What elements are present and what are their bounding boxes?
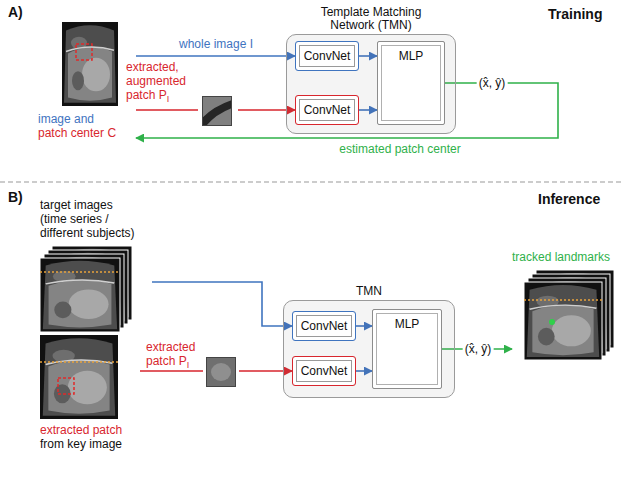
convnet-box: ConvNet <box>292 356 356 386</box>
landmark-line <box>40 271 120 273</box>
mr-image <box>524 282 602 360</box>
subscript: I <box>167 94 170 104</box>
subscript: I <box>187 360 190 370</box>
mr-image <box>40 335 118 419</box>
node-text: image and <box>38 112 136 126</box>
label-text: B) <box>8 189 23 205</box>
node-text: ConvNet <box>301 364 348 378</box>
network-title: TMN <box>299 285 439 298</box>
label-text: Inference <box>538 191 600 207</box>
network-title: Template Matching Network (TMN) <box>301 6 441 32</box>
patch-box <box>76 44 92 60</box>
mr-image <box>62 22 118 106</box>
landmark-line <box>40 361 118 363</box>
section-label: Inference <box>538 192 600 206</box>
network-box: TMNConvNetConvNetMLP <box>283 300 455 398</box>
image-frame <box>40 258 120 332</box>
section-label: A) <box>8 5 23 19</box>
image-stack-node: tracked landmarks <box>512 250 616 362</box>
node-text: ConvNet <box>304 103 351 117</box>
convnet-box: ConvNet <box>295 41 359 71</box>
text-label: extracted, augmented patch PI <box>126 60 198 103</box>
node-text: tracked landmarks <box>512 250 616 264</box>
section-label: Training <box>548 7 602 21</box>
node-text: MLP <box>395 317 420 331</box>
landmark-line <box>524 299 602 301</box>
convnet-box: ConvNet <box>295 95 359 125</box>
image-node: image andpatch center C <box>38 22 136 146</box>
mlp-box: MLP <box>377 41 445 125</box>
label-text: Training <box>548 6 602 22</box>
image-frame <box>524 282 602 360</box>
section-label: B) <box>8 190 23 204</box>
label-text: A) <box>8 4 23 20</box>
patch-thumbnail <box>202 96 232 126</box>
convnet-box: ConvNet <box>292 311 356 341</box>
node-text: ConvNet <box>301 319 348 333</box>
network-box: Template Matching Network (TMN)ConvNetCo… <box>286 34 456 134</box>
patch-thumbnail <box>206 357 236 387</box>
node-text: from key image <box>40 437 140 451</box>
landmark-dot <box>549 319 555 325</box>
node-text: MLP <box>399 49 424 63</box>
connector <box>136 109 295 111</box>
mlp-box: MLP <box>372 309 442 389</box>
label-text: extracted, augmented patch P <box>126 60 186 102</box>
node-text: (time series / different subjects) <box>40 212 152 240</box>
text-label: extracted patch PI <box>146 340 204 369</box>
section-separator <box>0 181 622 182</box>
edge-label: whole image I <box>177 37 255 51</box>
patch-box <box>58 378 74 394</box>
edge-label: (x̂, ŷ) <box>463 342 494 356</box>
image-stack-node: target images(time series / different su… <box>40 198 152 334</box>
image-node: extracted patchfrom key image <box>40 335 140 457</box>
node-text: patch center C <box>38 126 136 140</box>
mr-image <box>40 258 120 332</box>
edge-label: (x̂, ŷ) <box>477 76 508 90</box>
text-label: estimated patch center <box>339 142 460 156</box>
connector <box>140 370 292 372</box>
node-text: extracted patch <box>40 423 140 437</box>
node-text: target images <box>40 198 152 212</box>
connector <box>152 282 292 326</box>
connector <box>136 55 295 57</box>
node-text: ConvNet <box>304 49 351 63</box>
label-text: estimated patch center <box>339 142 460 156</box>
